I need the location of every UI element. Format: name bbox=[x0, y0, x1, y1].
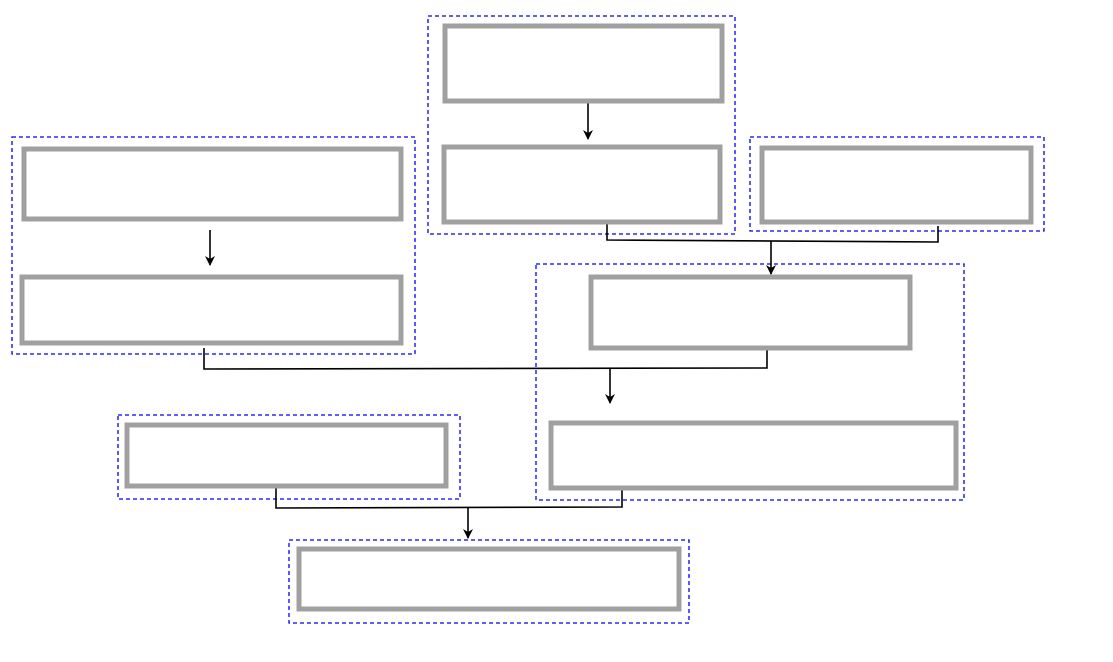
group-top-center-frame bbox=[427, 15, 736, 235]
node-8-box bbox=[124, 422, 449, 489]
node-4-box bbox=[19, 274, 404, 346]
node-2 bbox=[441, 144, 723, 225]
node-5-box bbox=[759, 145, 1034, 225]
group-middle-right-frame bbox=[535, 263, 965, 501]
node-1 bbox=[442, 23, 725, 104]
node-7 bbox=[548, 420, 959, 491]
node-6 bbox=[588, 274, 913, 351]
node-3 bbox=[21, 146, 404, 222]
group-left-frame bbox=[11, 136, 416, 355]
node-9 bbox=[296, 546, 682, 612]
node-4 bbox=[19, 274, 404, 346]
nodes bbox=[19, 23, 1034, 612]
node-7-box bbox=[548, 420, 959, 491]
node-1-box bbox=[442, 23, 725, 104]
group-frames bbox=[11, 15, 1045, 624]
node-5 bbox=[759, 145, 1034, 225]
edge-node8-node7-merge bbox=[275, 488, 623, 509]
node-9-box bbox=[296, 546, 682, 612]
edge-node4-node6-merge bbox=[203, 348, 768, 370]
node-8 bbox=[124, 422, 449, 489]
edge-node2-node5-merge bbox=[606, 224, 939, 243]
group-bottom-left-frame bbox=[117, 414, 461, 500]
node-3-box bbox=[21, 146, 404, 222]
group-top-right-frame bbox=[749, 136, 1045, 232]
group-bottom-center-frame bbox=[288, 539, 690, 624]
node-2-box bbox=[441, 144, 723, 225]
node-6-box bbox=[588, 274, 913, 351]
connectors bbox=[203, 103, 939, 539]
